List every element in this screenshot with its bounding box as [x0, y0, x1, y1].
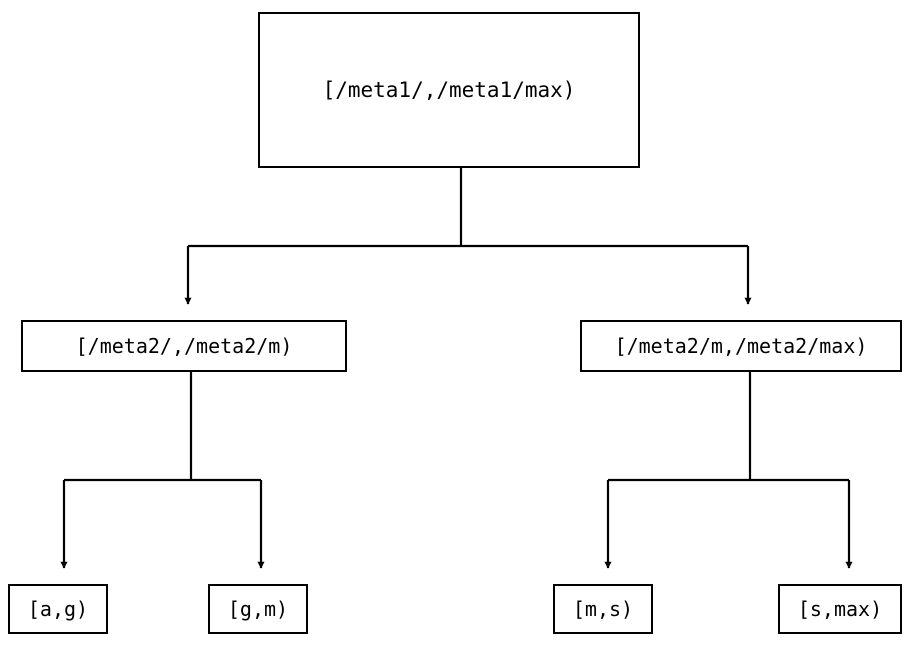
- node-mid-left[interactable]: [/meta2/,/meta2/m): [21, 320, 347, 372]
- node-leaf-g-m-label: [g,m): [227, 597, 289, 621]
- node-leaf-m-s[interactable]: [m,s): [553, 584, 653, 634]
- node-mid-left-label: [/meta2/,/meta2/m): [75, 334, 293, 358]
- node-leaf-a-g-label: [a,g): [27, 597, 89, 621]
- node-mid-right[interactable]: [/meta2/m,/meta2/max): [580, 320, 902, 372]
- node-root-label: [/meta1/,/meta1/max): [322, 78, 576, 102]
- node-leaf-a-g[interactable]: [a,g): [8, 584, 108, 634]
- node-root[interactable]: [/meta1/,/meta1/max): [258, 12, 640, 168]
- node-mid-right-label: [/meta2/m,/meta2/max): [614, 334, 868, 358]
- node-leaf-m-s-label: [m,s): [572, 597, 634, 621]
- node-leaf-s-max-label: [s,max): [797, 597, 883, 621]
- node-leaf-g-m[interactable]: [g,m): [208, 584, 308, 634]
- node-leaf-s-max[interactable]: [s,max): [778, 584, 902, 634]
